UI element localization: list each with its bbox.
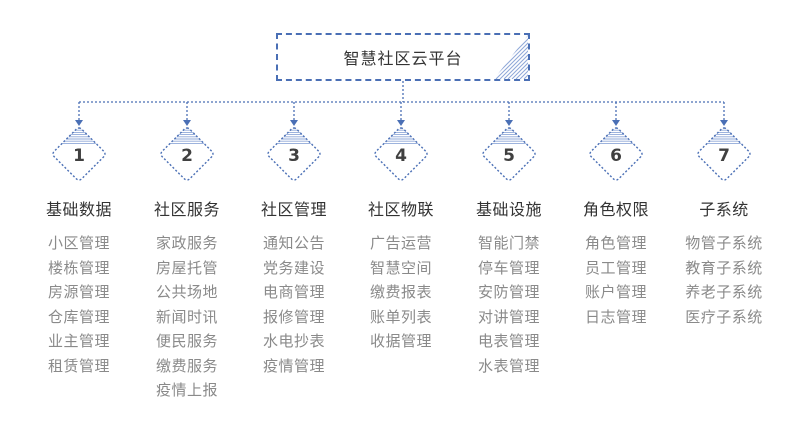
category-node-7: 7	[694, 124, 754, 184]
list-item: 房屋托管	[155, 258, 218, 277]
list-item: 养老子系统	[685, 283, 763, 301]
category-number: 1	[73, 146, 85, 166]
diamond-shape	[482, 127, 536, 181]
category-item-list: 物管子系统教育子系统养老子系统医疗子系统	[668, 231, 780, 329]
category-node-2: 2	[157, 124, 217, 184]
list-item: 电商管理	[262, 283, 325, 301]
root-node: 智慧社区云平台	[276, 33, 530, 81]
list-item: 租赁管理	[47, 356, 110, 375]
diamond-outline	[589, 127, 643, 181]
list-item: 账单列表	[369, 307, 432, 326]
list-item: 公共场地	[155, 283, 218, 301]
category-title: 社区服务	[153, 200, 220, 219]
category-item-list: 家政服务房屋托管公共场地新闻时讯便民服务缴费服务疫情上报	[131, 231, 243, 403]
category-title: 基础数据	[45, 200, 112, 219]
diamond-shape	[52, 127, 106, 181]
list-item: 电表管理	[477, 332, 540, 350]
list-item: 便民服务	[155, 332, 218, 350]
list-item: 房源管理	[47, 283, 110, 301]
list-item: 停车管理	[477, 258, 540, 277]
diamond-outline	[482, 127, 536, 181]
category-item-list: 广告运营智慧空间缴费报表账单列表收据管理	[345, 231, 457, 354]
list-item: 通知公告	[262, 234, 325, 252]
list-item: 党务建设	[262, 258, 325, 277]
list-item: 业主管理	[47, 332, 110, 350]
category-number: 4	[395, 146, 407, 166]
diamond-outline	[160, 127, 214, 181]
list-item: 账户管理	[584, 283, 647, 301]
category-node-3: 3	[264, 124, 324, 184]
category-number: 5	[503, 146, 515, 166]
list-item: 疫情上报	[155, 381, 218, 399]
diamond-shape	[697, 127, 751, 181]
branch-arrow-5	[505, 120, 513, 126]
list-item: 缴费服务	[155, 356, 218, 375]
list-item: 小区管理	[47, 234, 110, 252]
list-item: 新闻时讯	[155, 307, 218, 326]
diamond-outline	[697, 127, 751, 181]
list-item: 智慧空间	[369, 258, 432, 277]
branch-arrow-6	[612, 120, 620, 126]
list-item: 缴费报表	[369, 283, 432, 301]
branch-arrow-2	[183, 120, 191, 126]
category-item-list: 智能门禁停车管理安防管理对讲管理电表管理水表管理	[453, 231, 565, 378]
category-number: 2	[181, 146, 193, 166]
list-item: 收据管理	[369, 332, 432, 350]
category-column-6: 6 角色权限角色管理员工管理账户管理日志管理	[560, 0, 672, 432]
category-item-list: 角色管理员工管理账户管理日志管理	[560, 231, 672, 329]
category-column-2: 2 社区服务家政服务房屋托管公共场地新闻时讯便民服务缴费服务疫情上报	[131, 0, 243, 432]
diamond-outline	[374, 127, 428, 181]
list-item: 物管子系统	[685, 234, 763, 252]
diamond-shape	[589, 127, 643, 181]
branch-arrow-1	[75, 120, 83, 126]
diamond-outline	[267, 127, 321, 181]
diamond-shape	[374, 127, 428, 181]
list-item: 安防管理	[477, 283, 540, 301]
list-item: 楼栋管理	[47, 258, 110, 277]
list-item: 报修管理	[262, 307, 325, 326]
root-corner-hatch	[494, 35, 528, 79]
category-item-list: 通知公告党务建设电商管理报修管理水电抄表疫情管理	[238, 231, 350, 378]
category-number: 3	[288, 146, 300, 166]
category-number: 6	[610, 146, 622, 166]
list-item: 智能门禁	[477, 234, 540, 252]
diamond-shape	[160, 127, 214, 181]
category-title: 社区管理	[260, 200, 327, 219]
category-column-3: 3 社区管理通知公告党务建设电商管理报修管理水电抄表疫情管理	[238, 0, 350, 432]
category-number: 7	[718, 146, 730, 166]
list-item: 广告运营	[369, 234, 432, 252]
list-item: 水电抄表	[262, 332, 325, 350]
category-node-4: 4	[371, 124, 431, 184]
category-node-6: 6	[586, 124, 646, 184]
diamond-shape	[267, 127, 321, 181]
list-item: 教育子系统	[685, 258, 763, 277]
branch-arrow-7	[720, 120, 728, 126]
category-title: 子系统	[699, 200, 749, 219]
category-title: 社区物联	[367, 200, 434, 219]
root-title: 智慧社区云平台	[343, 49, 463, 68]
category-item-list: 小区管理楼栋管理房源管理仓库管理业主管理租赁管理	[23, 231, 135, 378]
category-column-4: 4 社区物联广告运营智慧空间缴费报表账单列表收据管理	[345, 0, 457, 432]
list-item: 家政服务	[155, 234, 218, 252]
category-column-5: 5 基础设施智能门禁停车管理安防管理对讲管理电表管理水表管理	[453, 0, 565, 432]
category-column-1: 1 基础数据小区管理楼栋管理房源管理仓库管理业主管理租赁管理	[23, 0, 135, 432]
list-item: 角色管理	[584, 234, 647, 252]
list-item: 疫情管理	[262, 356, 325, 375]
category-title: 角色权限	[582, 200, 649, 219]
branch-arrow-3	[290, 120, 298, 126]
diamond-outline	[52, 127, 106, 181]
list-item: 水表管理	[477, 356, 540, 375]
category-node-1: 1	[49, 124, 109, 184]
list-item: 对讲管理	[477, 307, 540, 326]
category-column-7: 7 子系统物管子系统教育子系统养老子系统医疗子系统	[668, 0, 780, 432]
category-node-5: 5	[479, 124, 539, 184]
list-item: 日志管理	[584, 307, 647, 326]
category-title: 基础设施	[475, 200, 542, 219]
list-item: 医疗子系统	[685, 307, 763, 326]
branch-arrow-4	[397, 120, 405, 126]
list-item: 仓库管理	[47, 307, 110, 326]
list-item: 员工管理	[584, 258, 647, 277]
